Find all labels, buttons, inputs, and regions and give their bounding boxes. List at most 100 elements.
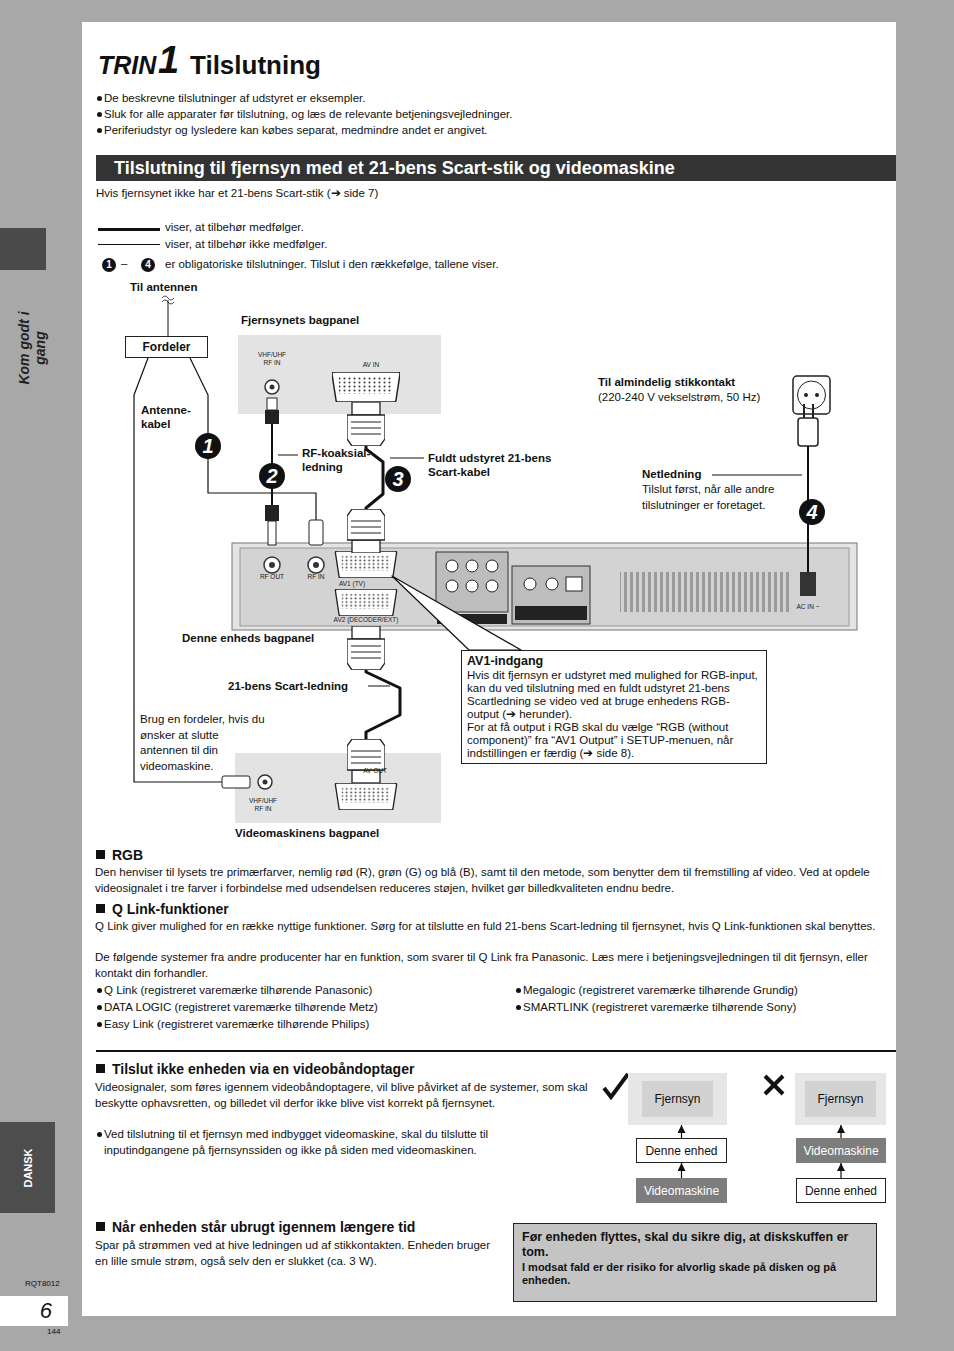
wall-outlet bbox=[815, 393, 819, 397]
unit-drawing bbox=[446, 580, 458, 592]
unit-box: Denne enhed bbox=[636, 1138, 727, 1163]
tv-panel-drawing bbox=[265, 380, 279, 394]
tv-panel-drawing bbox=[332, 372, 400, 402]
section-heading: Når enheden står ubrugt igennem længere … bbox=[112, 1219, 512, 1235]
unit-drawing bbox=[436, 552, 508, 612]
legend-line-samples bbox=[98, 244, 160, 245]
unit-drawing bbox=[232, 543, 857, 630]
callout-number: 1 bbox=[195, 433, 221, 459]
section-heading: Tilslut ikke enheden via en videobåndopt… bbox=[112, 1061, 592, 1077]
check-mark bbox=[604, 1074, 628, 1097]
tv-back-panel: Fjernsynets bagpanelVHF/UHF RF INAV IN bbox=[238, 335, 441, 414]
bullet-text: Easy Link (registreret varemærke tilhøre… bbox=[104, 1017, 504, 1033]
rf-plugs bbox=[222, 776, 250, 788]
label-text: (220-240 V vekselstrøm, 50 Hz) bbox=[598, 390, 818, 406]
tv-panel-drawing bbox=[238, 335, 441, 414]
rf-plugs bbox=[265, 505, 279, 521]
bullet-text: Periferiudstyr og lysledere kan købes se… bbox=[104, 123, 864, 139]
cross-mark bbox=[765, 1076, 783, 1094]
scart-plugs bbox=[347, 402, 385, 446]
rule-line bbox=[96, 1050, 896, 1052]
mains-plug-and-cord bbox=[804, 404, 813, 418]
callout-pointer bbox=[392, 576, 521, 650]
flow-arrow bbox=[681, 1163, 682, 1178]
unit-drawing bbox=[466, 580, 478, 592]
label-text: 1 bbox=[158, 40, 184, 80]
label-text: RQT8012 bbox=[25, 1279, 85, 1289]
scart-plugs bbox=[347, 626, 385, 670]
node-text: AV1 (TV) bbox=[332, 580, 372, 588]
label-text: 144 bbox=[47, 1327, 77, 1337]
rule-line bbox=[96, 1050, 896, 1052]
vcr-panel-drawing bbox=[263, 780, 268, 785]
page-title: Tilslutning bbox=[190, 49, 321, 81]
label-text: Tilslut først, når alle andre tilslutnin… bbox=[642, 482, 802, 513]
node-text: DANSK bbox=[22, 1148, 34, 1187]
label-text: Spar på strømmen ved at hive ledningen u… bbox=[95, 1238, 495, 1269]
bullet-text: Ved tilslutning til et fjernsyn med indb… bbox=[104, 1127, 544, 1158]
language-tab: DANSK bbox=[0, 1122, 55, 1213]
node-text: Denne enhed bbox=[805, 1184, 877, 1198]
side-marker bbox=[0, 228, 46, 270]
tv-box: Fjernsyn bbox=[795, 1073, 886, 1125]
node-text: Hvis dit fjernsyn er udstyret med muligh… bbox=[467, 669, 761, 721]
node-text: AV OUT bbox=[353, 767, 397, 775]
page-number-box: 6 bbox=[0, 1296, 68, 1326]
node-text: AV IN bbox=[351, 361, 391, 369]
leader-lines bbox=[390, 458, 424, 459]
label-text: Brug en fordeler, hvis du ønsker at slut… bbox=[140, 712, 266, 774]
unit-drawing bbox=[515, 606, 587, 620]
node-text: Fjernsynets bagpanel bbox=[241, 313, 441, 327]
legend-text: viser, at tilbehør ikke medfølger. bbox=[165, 237, 465, 253]
callout-number: 4 bbox=[141, 258, 155, 272]
node-text: 6 bbox=[40, 1298, 52, 1324]
leader-lines bbox=[278, 455, 298, 456]
wall-outlet bbox=[793, 376, 830, 414]
scart-plugs bbox=[347, 739, 385, 783]
bullet-text: DATA LOGIC (registreret varemærke tilhør… bbox=[104, 1000, 504, 1016]
node-text: AV2 (DECODER/EXT) bbox=[328, 616, 404, 624]
vcr-panel-drawing bbox=[335, 783, 396, 810]
unit-drawing bbox=[446, 560, 458, 572]
label-text: Q Link giver mulighed for en række nytti… bbox=[95, 919, 895, 935]
node-text: AV1-indgang bbox=[467, 654, 761, 669]
wall-outlet bbox=[798, 381, 826, 409]
splitter-box: Fordeler bbox=[125, 336, 208, 358]
unit-drawing bbox=[620, 572, 790, 612]
flow-arrow bbox=[681, 1125, 682, 1138]
flow-arrow bbox=[840, 1125, 841, 1138]
warning-box: Før enheden flyttes, skal du sikre dig, … bbox=[513, 1223, 877, 1302]
flow-arrow bbox=[840, 1163, 841, 1178]
callout-box: AV1-indgangHvis dit fjernsyn er udstyret… bbox=[461, 650, 767, 764]
label-text: Netledning bbox=[642, 467, 712, 481]
vcr-back-panel: AV OUTVHF/UHF RF INVideomaskinens bagpan… bbox=[235, 753, 441, 823]
unit-drawing bbox=[264, 557, 280, 573]
wall-outlet bbox=[793, 376, 830, 414]
unit-drawing bbox=[524, 578, 536, 590]
unit-drawing bbox=[486, 560, 498, 572]
bullet-text: SMARTLINK (registreret varemærke tilhøre… bbox=[523, 1000, 893, 1016]
label-text: Fuldt udstyret 21-bens Scart-kabel bbox=[428, 451, 578, 479]
bullet-text: Sluk for alle apparater før tilslutning,… bbox=[104, 107, 864, 123]
unit-drawing bbox=[335, 589, 396, 616]
node-text: Fjernsyn bbox=[805, 1081, 875, 1117]
node-text: Denne enheds bagpanel bbox=[182, 631, 352, 645]
tv-box: Fjernsyn bbox=[628, 1073, 727, 1125]
bullet-text: Megalogic (registreret varemærke tilhøre… bbox=[523, 983, 893, 999]
legend-text: viser, at tilbehør medfølger. bbox=[165, 220, 465, 236]
leader-lines bbox=[368, 686, 390, 687]
node-text: Før enheden flyttes, skal du sikre dig, … bbox=[522, 1230, 868, 1260]
node-text: Tilslutning til fjernsyn med et 21-bens … bbox=[114, 157, 878, 179]
node-text: Denne enhed bbox=[645, 1144, 717, 1158]
label-text: Kom godt i gang bbox=[16, 298, 48, 398]
unit-back-panel: RF OUTRF INAV1 (TV)AV2 (DECODER/EXT)AC I… bbox=[232, 543, 857, 630]
rf-plugs bbox=[265, 410, 279, 424]
vcr-panel-drawing bbox=[235, 753, 441, 823]
side-marker bbox=[0, 228, 46, 270]
rf-plugs bbox=[309, 520, 323, 545]
callout-number: 4 bbox=[799, 499, 825, 525]
label-text: De følgende systemer fra andre producent… bbox=[95, 950, 895, 981]
mains-plug-and-cord bbox=[798, 418, 818, 446]
unit-drawing bbox=[546, 578, 558, 590]
